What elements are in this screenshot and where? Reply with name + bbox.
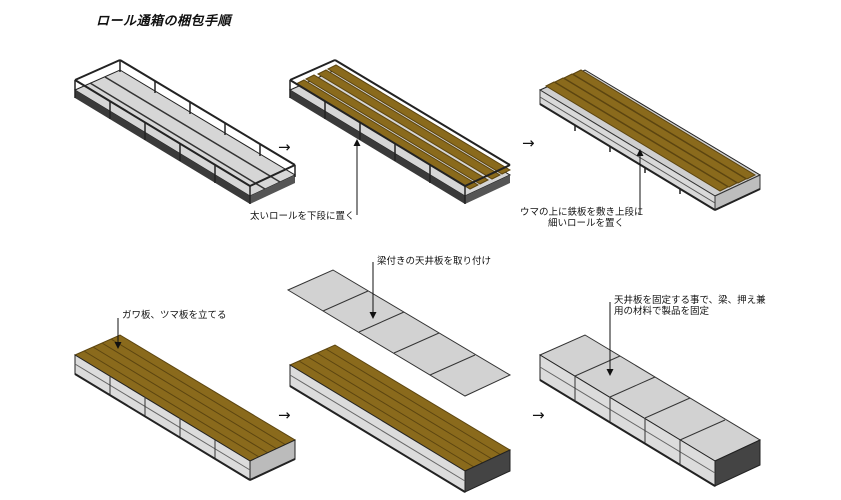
- step-2-label: 太いロールを下段に置く: [250, 210, 355, 222]
- step-4-label: ガワ板、ツマ板を立てる: [122, 309, 227, 321]
- step-3-label-line2: 細いロールを置く: [548, 217, 624, 229]
- step-5-ceiling-panel: [286, 269, 512, 493]
- step-2-large-rolls: [288, 59, 512, 204]
- step-5-label: 梁付きの天井板を取り付け: [377, 255, 491, 267]
- step-3-two-tier-rolls: [538, 69, 762, 211]
- step-6-label-line1: 天井板を固定する事で、梁、押え兼: [614, 294, 766, 306]
- step-arrow-1: →: [278, 138, 291, 156]
- step-6-closed-crate: [538, 334, 762, 487]
- step-4-side-boards: [73, 334, 297, 481]
- step-arrow-4: →: [532, 406, 545, 424]
- step-6-label-line2: 用の材料で製品を固定: [614, 305, 710, 317]
- step-arrow-3: →: [278, 406, 291, 424]
- step-arrow-2: →: [522, 134, 535, 152]
- page-title: ロール通箱の梱包手順: [96, 14, 232, 29]
- step-3-label-line1: ウマの上に鉄板を敷き上段に: [520, 206, 644, 218]
- step-1-empty-frame: [73, 59, 297, 204]
